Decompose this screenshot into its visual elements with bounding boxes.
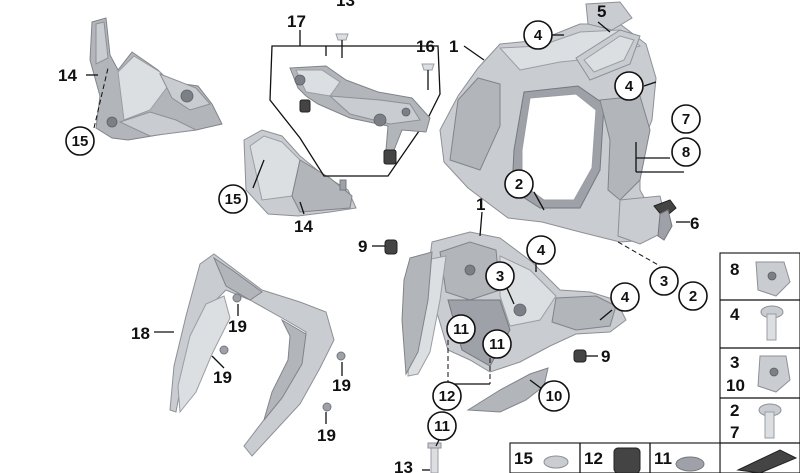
cover-part-14-middle[interactable] xyxy=(243,129,357,217)
svg-text:15: 15 xyxy=(72,133,89,150)
callout-19c: 19 xyxy=(332,376,351,395)
cover-part-5[interactable] xyxy=(575,29,641,81)
callout-4c: 4 xyxy=(526,235,556,265)
svg-text:4: 4 xyxy=(534,27,543,44)
callout-18: 18 xyxy=(131,324,150,343)
legend-label-2: 2 xyxy=(730,401,739,420)
callout-4a: 4 xyxy=(523,20,553,50)
callouts-circled: 15 15 4 4 7 8 2 4 3 3 2 4 11 11 12 10 11 xyxy=(65,20,708,441)
svg-text:4: 4 xyxy=(625,78,634,95)
callout-8: 8 xyxy=(671,137,701,167)
callout-2b: 2 xyxy=(678,281,708,311)
callout-6: 6 xyxy=(690,214,699,233)
svg-text:7: 7 xyxy=(682,111,690,128)
callout-11c: 11 xyxy=(427,411,457,441)
legend-speed-nut-icon xyxy=(757,355,791,393)
svg-text:3: 3 xyxy=(496,268,504,285)
svg-text:15: 15 xyxy=(225,191,242,208)
screw-part-19-c[interactable] xyxy=(336,351,346,361)
svg-text:4: 4 xyxy=(621,289,630,306)
callout-15b: 15 xyxy=(218,184,248,214)
screw-part-19-b[interactable] xyxy=(219,345,229,355)
svg-text:11: 11 xyxy=(489,336,505,353)
svg-text:11: 11 xyxy=(453,321,469,338)
legend-label-15: 15 xyxy=(514,449,533,468)
callout-3b: 3 xyxy=(649,266,679,296)
callout-13: 13 xyxy=(394,458,413,473)
callout-2a: 2 xyxy=(504,169,534,199)
callout-17: 17 xyxy=(287,12,306,31)
legend-rivet-icon xyxy=(543,455,569,469)
legend-labels: 8 4 3 10 2 7 15 12 11 xyxy=(514,260,745,468)
legend-screw-icon xyxy=(760,305,784,341)
callout-14a: 14 xyxy=(58,66,77,85)
legend-side-panel xyxy=(719,252,800,473)
svg-text:2: 2 xyxy=(515,176,523,193)
svg-text:12: 12 xyxy=(439,388,456,405)
legend-label-7: 7 xyxy=(730,423,739,442)
legend-label-3: 3 xyxy=(730,353,739,372)
callout-14b: 14 xyxy=(294,217,313,236)
bracket-part-14-upper[interactable] xyxy=(89,17,223,141)
screw-part-13[interactable] xyxy=(427,442,442,473)
callout-11b: 11 xyxy=(482,329,512,359)
callout-11a: 11 xyxy=(446,314,476,344)
svg-text:11: 11 xyxy=(434,418,450,435)
callout-5: 5 xyxy=(597,2,606,21)
rubber-foot-part-17[interactable] xyxy=(299,99,397,165)
callout-15a: 15 xyxy=(65,126,95,156)
screw-part-19-a[interactable] xyxy=(232,293,242,303)
svg-text:2: 2 xyxy=(689,288,697,305)
callout-1a: 1 xyxy=(449,37,458,56)
frame-part-1-lower[interactable] xyxy=(425,231,627,373)
bracket-part-17[interactable] xyxy=(289,65,431,151)
sensor-part-6[interactable] xyxy=(653,199,677,241)
legend-label-10: 10 xyxy=(726,376,745,395)
callout-4b: 4 xyxy=(614,71,644,101)
svg-text:4: 4 xyxy=(537,242,546,259)
svg-text:3: 3 xyxy=(660,273,668,290)
callout-9a: 9 xyxy=(358,237,367,256)
part-17-group xyxy=(269,33,441,177)
legend-label-12: 12 xyxy=(584,449,603,468)
legend-label-8: 8 xyxy=(730,260,739,279)
callout-19b: 19 xyxy=(213,368,232,387)
svg-text:10: 10 xyxy=(546,388,563,405)
callout-4d: 4 xyxy=(610,282,640,312)
svg-text:8: 8 xyxy=(682,144,690,161)
callout-9b: 9 xyxy=(601,347,610,366)
legend-label-4: 4 xyxy=(730,305,740,324)
screw-part-16-right[interactable] xyxy=(421,63,435,90)
callout-3a: 3 xyxy=(485,261,515,291)
panel-part-10[interactable] xyxy=(401,251,549,413)
callout-19d: 19 xyxy=(317,426,336,445)
frame-part-1-upper[interactable] xyxy=(439,1,669,245)
legend-torx-screw-icon xyxy=(758,403,782,439)
screw-part-16-left[interactable] xyxy=(335,33,349,58)
callout-13-top: 13 xyxy=(336,0,355,10)
callout-7: 7 xyxy=(671,104,701,134)
legend-bottom-panel xyxy=(509,442,721,473)
callout-19a: 19 xyxy=(228,317,247,336)
callout-12: 12 xyxy=(432,381,462,411)
side-panel-part-18[interactable] xyxy=(169,253,335,457)
legend-expansion-rivet-icon xyxy=(675,456,705,472)
grommet-part-9-right[interactable] xyxy=(573,349,587,363)
callouts-plain: 14 14 17 13 16 1 5 6 1 9 9 18 19 19 19 1… xyxy=(58,0,699,473)
callout-16: 16 xyxy=(416,37,435,56)
legend-label-11: 11 xyxy=(654,449,672,468)
screw-part-19-d[interactable] xyxy=(322,402,332,412)
legend-clip-nut-icon xyxy=(755,261,791,297)
callout-1b: 1 xyxy=(476,195,485,214)
callout-10: 10 xyxy=(538,380,570,412)
legend-shim-icon xyxy=(736,449,798,473)
grommet-part-9-left[interactable] xyxy=(384,239,398,255)
legend-rubber-mount-icon xyxy=(613,447,641,473)
